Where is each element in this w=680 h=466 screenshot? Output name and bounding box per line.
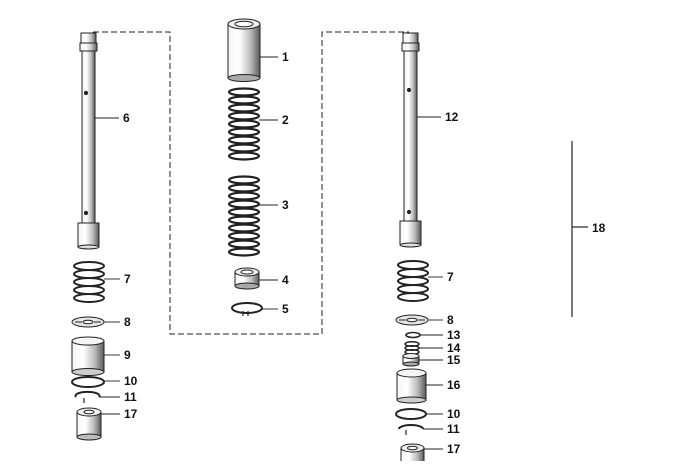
right-ring-10 [395, 408, 427, 420]
left-spring-7 [73, 261, 105, 303]
callout-11-right: 11 [447, 422, 460, 436]
callout-7-left: 7 [124, 272, 131, 286]
callout-17-left: 17 [124, 407, 138, 421]
left-bushing-9 [71, 336, 105, 376]
center-sleeve-1 [227, 18, 261, 82]
center-spring-2 [227, 87, 261, 161]
callout-2: 2 [282, 113, 289, 127]
callout-1: 1 [282, 50, 289, 64]
callout-12: 12 [445, 110, 459, 124]
center-spacer-4 [234, 267, 260, 290]
right-cap-17 [400, 443, 425, 463]
callout-8-right: 8 [447, 313, 454, 327]
left-ring-10 [71, 376, 105, 388]
left-cap-17 [76, 407, 102, 441]
right-washer-8 [395, 314, 429, 326]
center-clip-5 [231, 302, 263, 316]
callout-16: 16 [447, 378, 461, 392]
right-valve-15 [402, 353, 420, 367]
callout-9: 9 [124, 348, 131, 362]
callout-15: 15 [447, 353, 461, 367]
callout-5: 5 [282, 302, 289, 316]
callout-labels: 1 2 3 4 5 6 7 8 9 10 11 17 12 7 8 13 14 … [123, 50, 606, 456]
callout-11-left: 11 [124, 390, 137, 404]
callout-13: 13 [447, 328, 461, 342]
right-bushing-16 [396, 368, 427, 404]
left-circlip-11 [74, 390, 101, 403]
callout-4: 4 [282, 273, 289, 287]
left-washer-8 [71, 316, 105, 328]
callout-7-right: 7 [447, 270, 454, 284]
right-ring-13 [405, 331, 421, 339]
left-fork-tube [77, 32, 100, 250]
callout-10-right: 10 [447, 407, 461, 421]
callout-6: 6 [123, 111, 130, 125]
right-circlip-11 [398, 424, 424, 435]
dashed-group-outline [93, 31, 409, 335]
right-fork-tube [399, 32, 422, 248]
callout-8-left: 8 [124, 315, 131, 329]
bracket-18 [571, 141, 588, 317]
callout-18: 18 [592, 221, 606, 235]
callout-3: 3 [282, 198, 289, 212]
right-spring-7 [397, 260, 429, 302]
right-spring-14 [404, 341, 420, 355]
center-spring-3 [227, 175, 261, 257]
callout-17-right: 17 [447, 442, 461, 456]
leader-lines [95, 56, 443, 450]
callout-14: 14 [447, 341, 461, 355]
callout-10-left: 10 [124, 374, 138, 388]
